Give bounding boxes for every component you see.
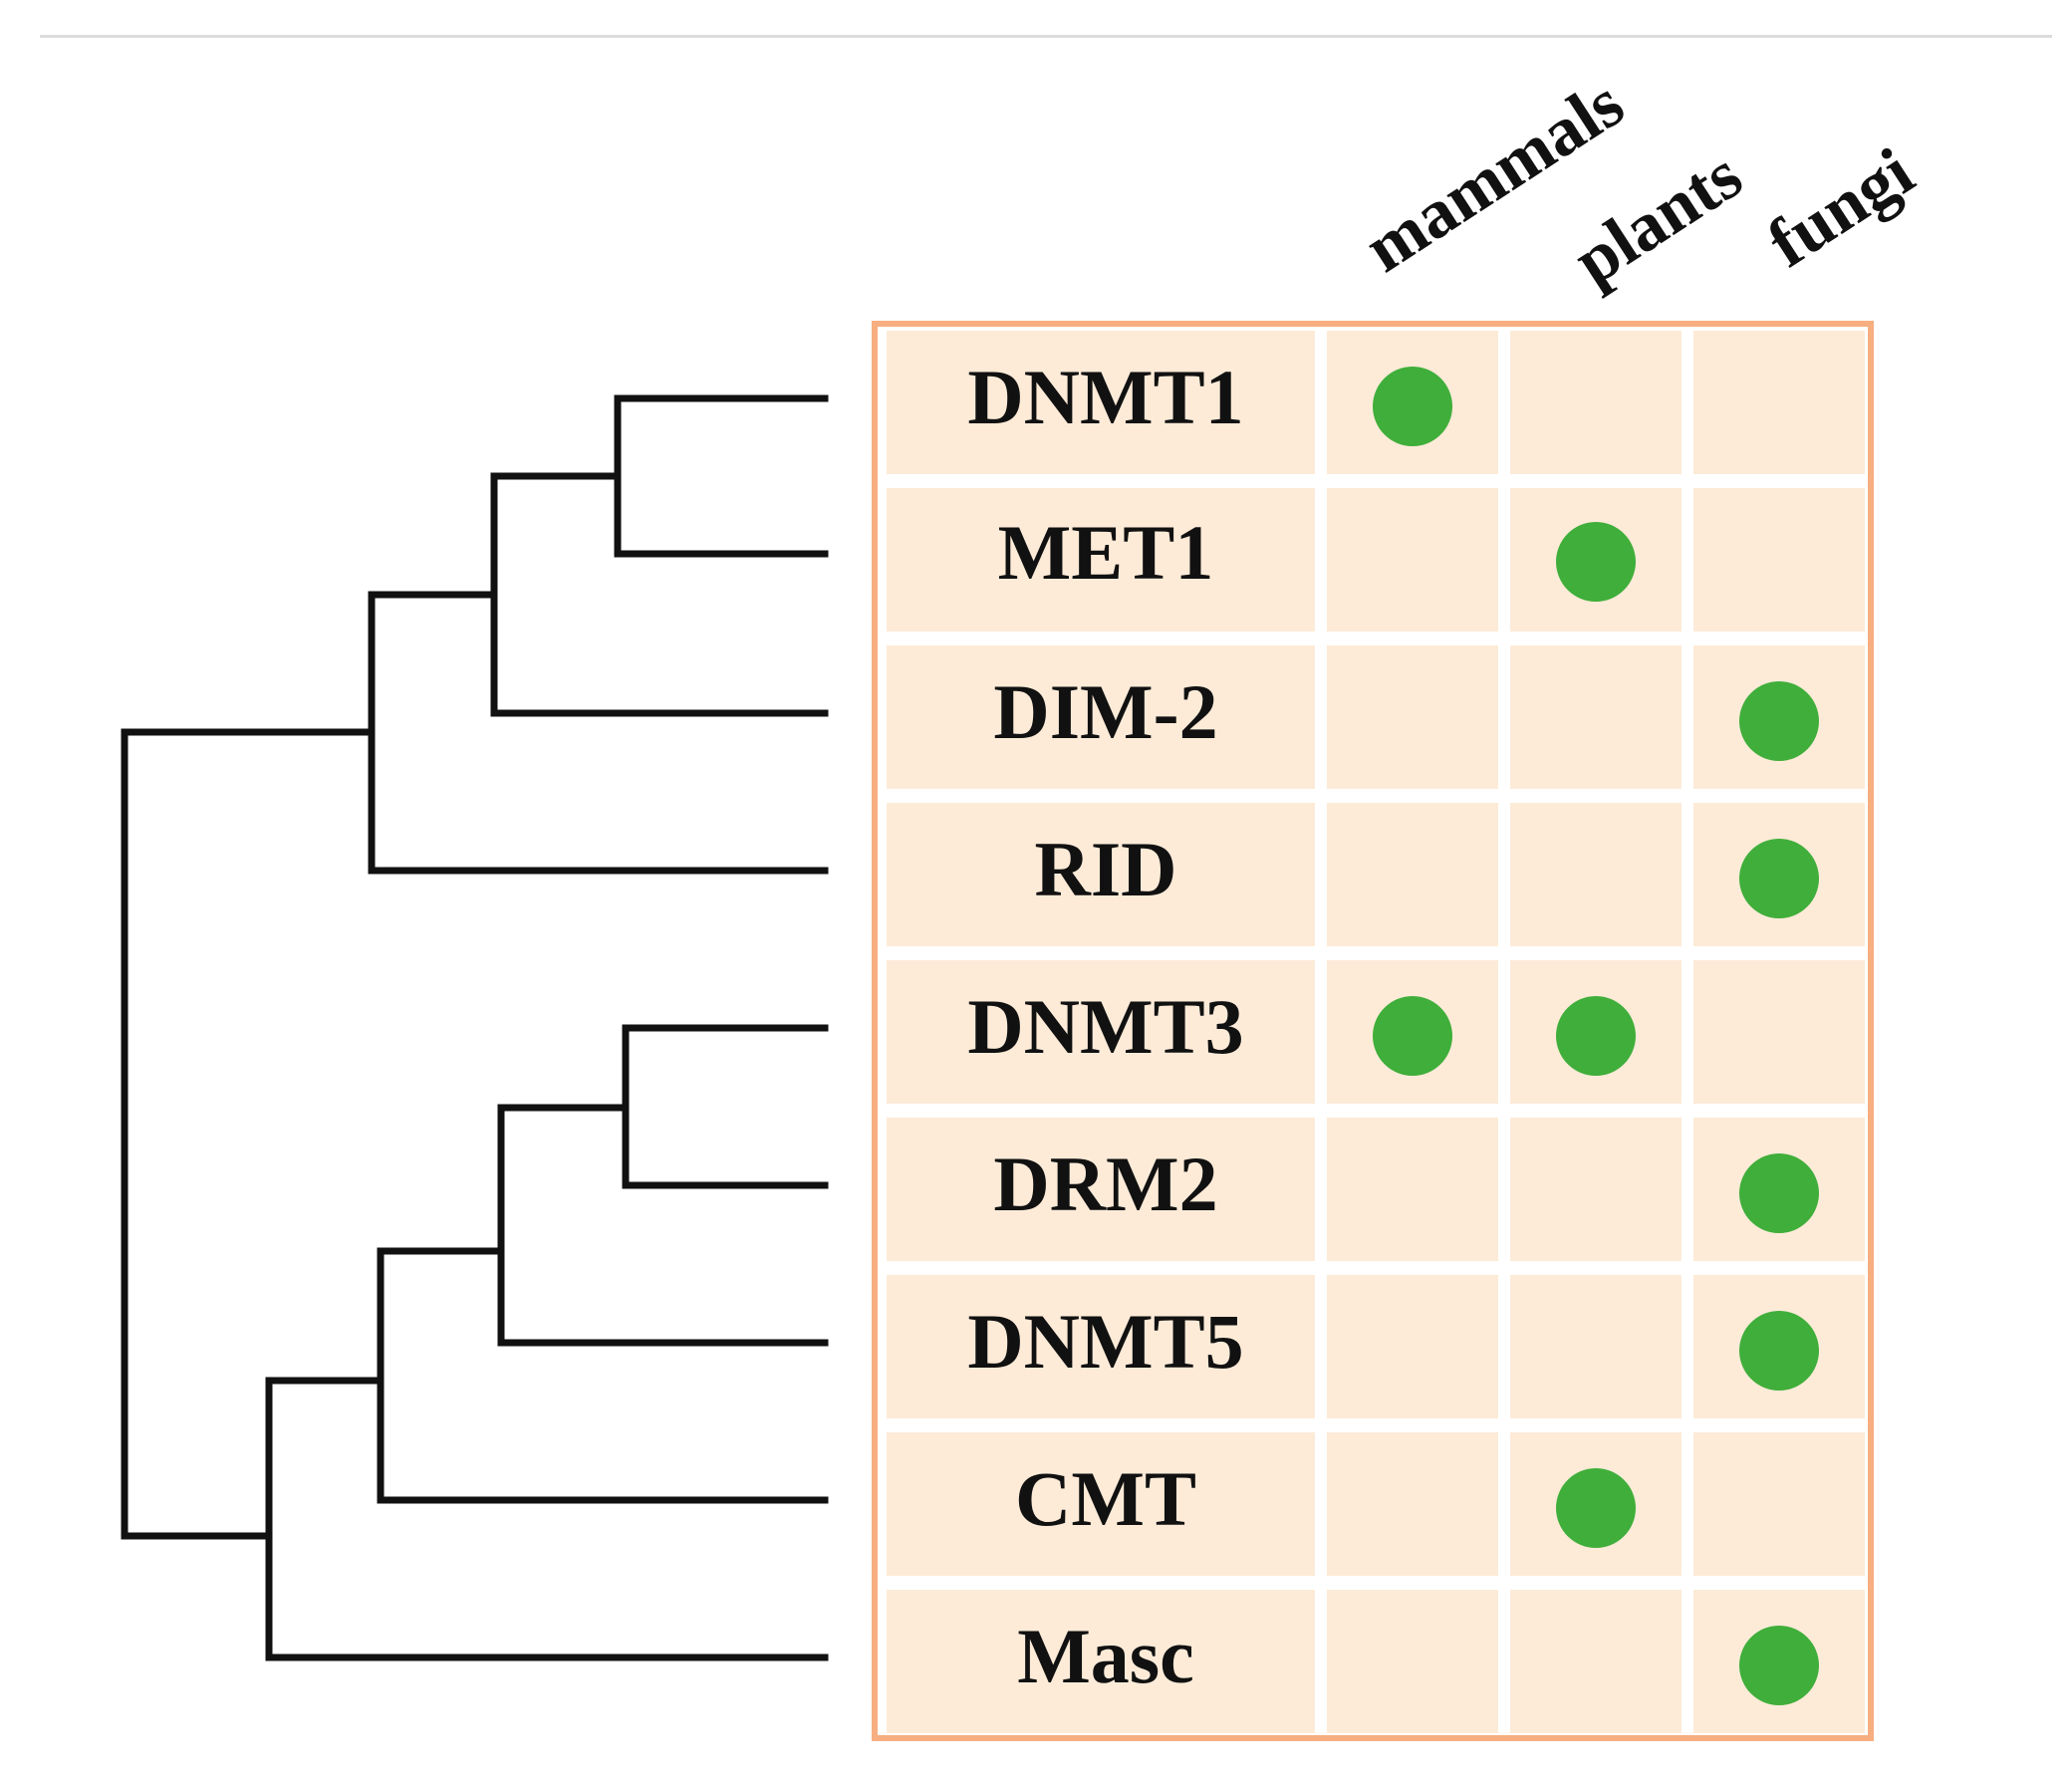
grid-row-masc: Masc <box>887 1590 1865 1733</box>
column-header-plants: plants <box>1561 136 1755 300</box>
cell-mammals <box>1327 488 1498 632</box>
grid-row-cmt: CMT <box>887 1432 1865 1576</box>
presence-dot-mammals <box>1373 996 1452 1076</box>
cell-fungi <box>1693 1432 1865 1576</box>
presence-dot-fungi <box>1739 1311 1819 1391</box>
gene-label: RID <box>1034 826 1176 912</box>
cell-fungi <box>1693 331 1865 474</box>
cell-plants <box>1510 1590 1682 1733</box>
name-cell <box>887 1590 1315 1733</box>
grid-row-drm2: DRM2 <box>887 1118 1865 1261</box>
cell-plants <box>1510 1118 1682 1261</box>
cell-mammals <box>1327 645 1498 789</box>
column-header-fungi: fungi <box>1755 133 1927 282</box>
grid-row-dnmt3: DNMT3 <box>887 960 1865 1104</box>
presence-dot-plants <box>1556 522 1636 602</box>
presence-dot-plants <box>1556 996 1636 1076</box>
cell-mammals <box>1327 1590 1498 1733</box>
grid-row-dnmt5: DNMT5 <box>887 1275 1865 1418</box>
gene-label: DNMT3 <box>967 983 1243 1070</box>
cell-mammals <box>1327 803 1498 946</box>
cell-mammals <box>1327 1275 1498 1418</box>
name-cell <box>887 1275 1315 1418</box>
presence-dot-fungi <box>1739 1626 1819 1705</box>
presence-dot-mammals <box>1373 367 1452 446</box>
phylogenetic-tree <box>121 394 829 1661</box>
gene-label: DRM2 <box>993 1141 1217 1227</box>
cell-plants <box>1510 1275 1682 1418</box>
name-cell <box>887 803 1315 946</box>
grid-row-dnmt1: DNMT1 <box>887 331 1865 474</box>
name-cell <box>887 960 1315 1104</box>
gene-label: MET1 <box>998 509 1214 596</box>
grid-row-met1: MET1 <box>887 488 1865 632</box>
cell-fungi <box>1693 488 1865 632</box>
gene-label: DIM-2 <box>993 668 1217 755</box>
name-cell <box>887 645 1315 789</box>
name-cell <box>887 331 1315 474</box>
top-rule <box>40 35 2052 38</box>
name-cell <box>887 1118 1315 1261</box>
gene-label: DNMT5 <box>967 1298 1243 1385</box>
cell-mammals <box>1327 1432 1498 1576</box>
cell-mammals <box>1327 1118 1498 1261</box>
presence-dot-fungi <box>1739 1153 1819 1233</box>
grid-row-dim-2: DIM-2 <box>887 645 1865 789</box>
name-cell <box>887 1432 1315 1576</box>
cell-plants <box>1510 331 1682 474</box>
cell-plants <box>1510 803 1682 946</box>
presence-dot-plants <box>1556 1468 1636 1548</box>
grid-row-rid: RID <box>887 803 1865 946</box>
name-cell <box>887 488 1315 632</box>
presence-dot-fungi <box>1739 839 1819 918</box>
gene-label: Masc <box>1017 1613 1194 1699</box>
gene-label: CMT <box>1015 1455 1196 1542</box>
presence-dot-fungi <box>1739 681 1819 761</box>
cell-fungi <box>1693 960 1865 1104</box>
gene-label: DNMT1 <box>967 354 1243 440</box>
cell-plants <box>1510 645 1682 789</box>
